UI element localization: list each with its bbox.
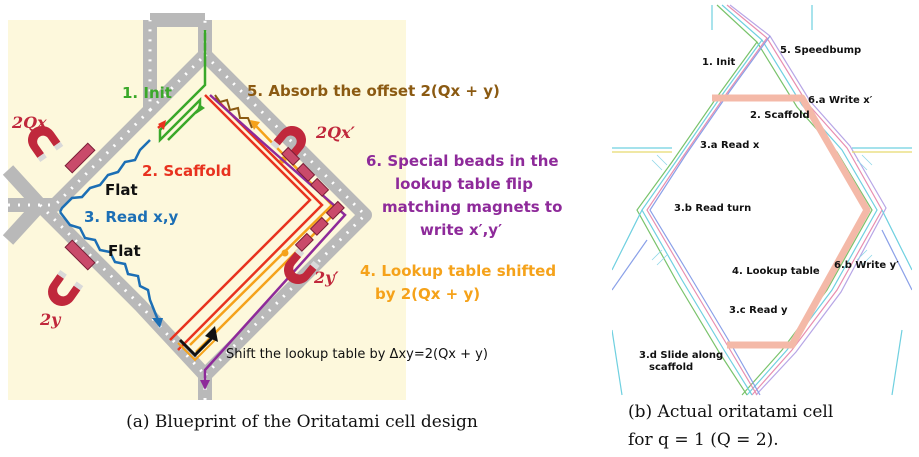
absorb-path bbox=[214, 94, 253, 129]
label-shift-note: Shift the lookup table by Δxy=2(Qx + y) bbox=[226, 347, 488, 362]
label-b-scaffold: 2. Scaffold bbox=[750, 110, 810, 121]
magnet-icon bbox=[64, 142, 96, 174]
special-path bbox=[200, 94, 347, 390]
caption-b-line1: (b) Actual oritatami cell bbox=[628, 402, 834, 422]
label-b-init: 1. Init bbox=[702, 57, 736, 68]
label-b-speedbump: 5. Speedbump bbox=[780, 45, 861, 56]
label-init: 1. Init bbox=[122, 84, 172, 102]
read-path bbox=[58, 139, 163, 328]
cell-strands bbox=[612, 4, 912, 396]
magnet-label-2y: 2y bbox=[39, 310, 62, 329]
label-lookup-2: by 2(Qx + y) bbox=[375, 285, 480, 303]
init-path bbox=[158, 30, 207, 144]
magnet-label-2y-prime: 2y′ bbox=[313, 268, 339, 287]
scaffold-path bbox=[157, 94, 324, 351]
label-absorb: 5. Absorb the offset 2(Qx + y) bbox=[247, 82, 500, 100]
label-b-read-y: 3.c Read y bbox=[729, 305, 788, 316]
label-b-slide-2: scaffold bbox=[649, 362, 693, 373]
magnet-icon bbox=[28, 126, 64, 162]
caption-a: (a) Blueprint of the Oritatami cell desi… bbox=[126, 412, 478, 432]
label-read: 3. Read x,y bbox=[84, 208, 179, 226]
label-special-4: write x′,y′ bbox=[420, 221, 502, 239]
magnet-icons bbox=[28, 126, 345, 306]
label-scaffold: 2. Scaffold bbox=[142, 162, 232, 180]
caption-b: (b) Actual oritatami cell for q = 1 (Q =… bbox=[628, 398, 918, 454]
label-b-read-turn: 3.b Read turn bbox=[674, 203, 751, 214]
label-flat-bottom: Flat bbox=[108, 242, 141, 260]
label-b-lookup: 4. Lookup table bbox=[732, 266, 820, 277]
label-special-3: matching magnets to bbox=[382, 198, 562, 216]
blueprint-figure: 1. Init 2. Scaffold 3. Read x,y Flat Fla… bbox=[2, 13, 562, 400]
hatching bbox=[651, 154, 873, 266]
label-special-1: 6. Special beads in the bbox=[366, 152, 559, 170]
caption-b-line2: for q = 1 (Q = 2). bbox=[628, 430, 779, 450]
magnet-label-2qx-prime: 2Qx′ bbox=[315, 123, 356, 142]
shift-arrow bbox=[177, 326, 218, 362]
label-b-write-x: 6.a Write x′ bbox=[808, 95, 873, 106]
scaffold-band bbox=[712, 94, 871, 349]
magnet-label-2qx: 2Qx bbox=[11, 113, 47, 132]
magnet-icon bbox=[284, 247, 320, 284]
label-b-read-x: 3.a Read x bbox=[700, 140, 760, 151]
label-flat-top: Flat bbox=[105, 181, 138, 199]
actual-cell-figure: 1. Init 5. Speedbump 6.a Write x′ 2. Sca… bbox=[612, 4, 912, 396]
bead-magnets bbox=[281, 146, 345, 252]
label-lookup-1: 4. Lookup table shifted bbox=[360, 262, 556, 280]
label-b-write-y: 6.b Write y′ bbox=[834, 260, 899, 271]
hexagon-frame bbox=[2, 13, 372, 400]
magnet-icon bbox=[64, 239, 96, 271]
magnet-icon bbox=[48, 270, 84, 306]
label-b-slide-1: 3.d Slide along bbox=[639, 350, 723, 361]
label-special-2: lookup table flip bbox=[395, 175, 533, 193]
